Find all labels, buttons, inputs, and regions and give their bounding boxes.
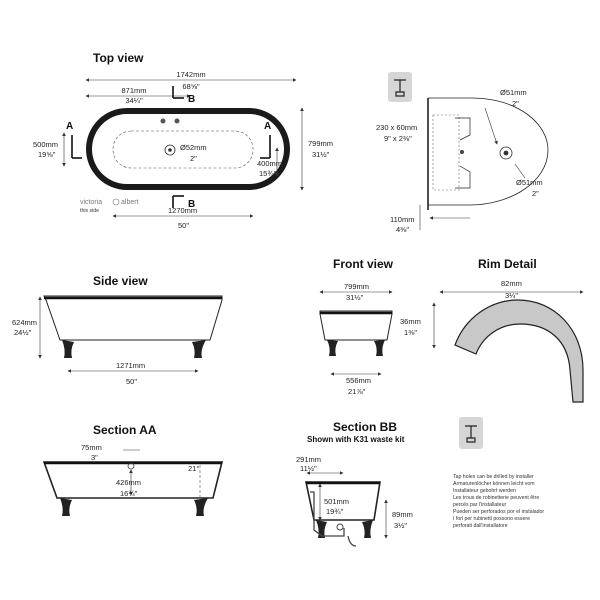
length-mm-label: 1742mm (176, 70, 205, 79)
bb-depth-in-label: 19¾" (326, 507, 344, 516)
aa-angle-label: 21° (188, 464, 199, 473)
tub-front-outline (319, 310, 393, 341)
aa-depth-mm-label: 426mm (116, 478, 141, 487)
section-bb-subtitle: Shown with K31 waste kit (307, 435, 405, 444)
note-line-4: percés par l'installateur (453, 502, 506, 508)
aa-rim-mm-label: 75mm (81, 443, 102, 452)
rim-width-in-label: 3¼" (505, 291, 518, 300)
note-line-5: Pueden ser perforados por el instalador (453, 509, 544, 515)
tub-foot-right (192, 340, 206, 358)
side-base-mm-label: 1271mm (116, 361, 145, 370)
side-height-mm-label: 624mm (12, 318, 37, 327)
tub-foot-left (60, 498, 72, 516)
front-base-in-label: 21⅞" (348, 387, 366, 396)
half-length-in-label: 34¼" (125, 96, 143, 105)
drain-mm-label: Ø52mm (180, 143, 207, 152)
section-b-label-bottom: B (188, 199, 195, 210)
section-a-label-right: A (264, 121, 271, 132)
tap-hole-icon (174, 118, 180, 124)
base-length-in-label: 50" (178, 221, 189, 230)
installer-note: Tap holes can be drilled by installer Ar… (453, 417, 544, 529)
hole1-mm-label: Ø51mm (500, 88, 527, 97)
tap-hole-icon (160, 118, 166, 124)
width-in-label: 31½" (312, 150, 330, 159)
section-a-label-left: A (66, 121, 73, 132)
tap-detail: Ø51mm 2" Ø51mm 2" 230 x 60mm 9" x 2⅜" 11… (376, 72, 549, 234)
brand-albert: albert (121, 199, 139, 206)
note-line-7: perforati dall'installatore (453, 523, 508, 529)
base-length-mm-label: 1270mm (168, 206, 197, 215)
aa-rim-in-label: 3" (91, 453, 98, 462)
bb-depth-mm-label: 501mm (324, 497, 349, 506)
tap-hole-icon (499, 146, 513, 160)
front-width-mm-label: 799mm (344, 282, 369, 291)
rim-width-mm-label: 82mm (501, 279, 522, 288)
section-bb-title: Section BB (333, 420, 397, 434)
side-view-title: Side view (93, 274, 148, 288)
end-in-label: 15¾" (259, 169, 277, 178)
hole1-in-label: 2" (512, 99, 519, 108)
hole2-mm-label: Ø51mm (516, 178, 543, 187)
note-line-0: Tap holes can be drilled by installer (453, 474, 534, 480)
bb-rim-mm-label: 291mm (296, 455, 321, 464)
bb-waste-mm-label: 89mm (392, 510, 413, 519)
depth-in-label: 4⅜" (396, 225, 409, 234)
section-b-label-top: B (188, 94, 195, 105)
section-aa-title: Section AA (93, 423, 157, 437)
tub-foot-right (362, 520, 373, 538)
half-length-mm-label: 871mm (121, 86, 146, 95)
rim-height-mm-label: 36mm (400, 317, 421, 326)
section-aa: Section AA 75mm 3" 426mm 16¾" 21° (42, 423, 224, 516)
front-view: Front view 799mm 31½" 556mm 21⅞" (319, 257, 394, 396)
front-width-in-label: 31½" (346, 293, 364, 302)
overflow-icon (127, 462, 135, 470)
this-side-label: this side (80, 208, 99, 214)
brand-logo-icon (112, 198, 120, 206)
tub-side-outline (43, 295, 223, 341)
rim-detail-title: Rim Detail (478, 257, 537, 271)
tub-foot-left (62, 340, 74, 358)
side-height-in-label: 24½" (14, 328, 32, 337)
drain-icon (164, 144, 176, 156)
waste-kit-pipe (310, 491, 345, 537)
tap-slot (432, 114, 460, 191)
rim-height-in-label: 1⅜" (404, 328, 417, 337)
width-mm-label: 799mm (308, 139, 333, 148)
tap-deck-outline (428, 97, 549, 206)
bb-waste-in-label: 3½" (394, 521, 407, 530)
drain-in-label: 2" (190, 154, 197, 163)
length-in-label: 68⅝" (182, 82, 200, 91)
tub-foot-right (194, 498, 208, 516)
section-bb: Section BB Shown with K31 waste kit 291m… (296, 420, 413, 547)
front-view-title: Front view (333, 257, 394, 271)
note-line-1: Armaturenlöcher können leicht vom (453, 481, 535, 487)
top-view-title: Top view (93, 51, 144, 65)
depth-mm-label: 110mm (390, 215, 414, 224)
front-base-mm-label: 556mm (346, 376, 371, 385)
slot-mm-label: 230 x 60mm (376, 123, 417, 132)
tub-foot-right (374, 340, 385, 356)
end-mm-label: 400mm (257, 159, 282, 168)
note-line-3: Les trous de robinetterie peuvent être (453, 495, 539, 501)
rim-profile (454, 299, 584, 403)
note-line-2: Installateur gebohrt werden (453, 488, 516, 494)
hole2-in-label: 2" (532, 189, 539, 198)
tub-foot-left (327, 340, 338, 356)
tub-inner-basin (112, 130, 254, 169)
inner-width-in-label: 19⅝" (38, 150, 56, 159)
inner-width-mm-label: 500mm (33, 140, 58, 149)
side-view: Side view 624mm 24½" 1271mm 50" (12, 274, 223, 386)
rim-detail: Rim Detail 82mm 3¼" 36mm 1⅜" (400, 257, 584, 403)
brand-victoria: victoria (80, 199, 102, 206)
slot-in-label: 9" x 2⅜" (384, 134, 412, 143)
aa-depth-in-label: 16¾" (120, 489, 138, 498)
note-line-6: I fori per rubinetti possono essere (453, 516, 530, 522)
top-view: Top view 1742mm 68⅝" 871mm 34¼" B B Ø52m… (33, 51, 333, 230)
bb-rim-in-label: 11½" (300, 464, 317, 473)
side-base-in-label: 50" (126, 377, 137, 386)
